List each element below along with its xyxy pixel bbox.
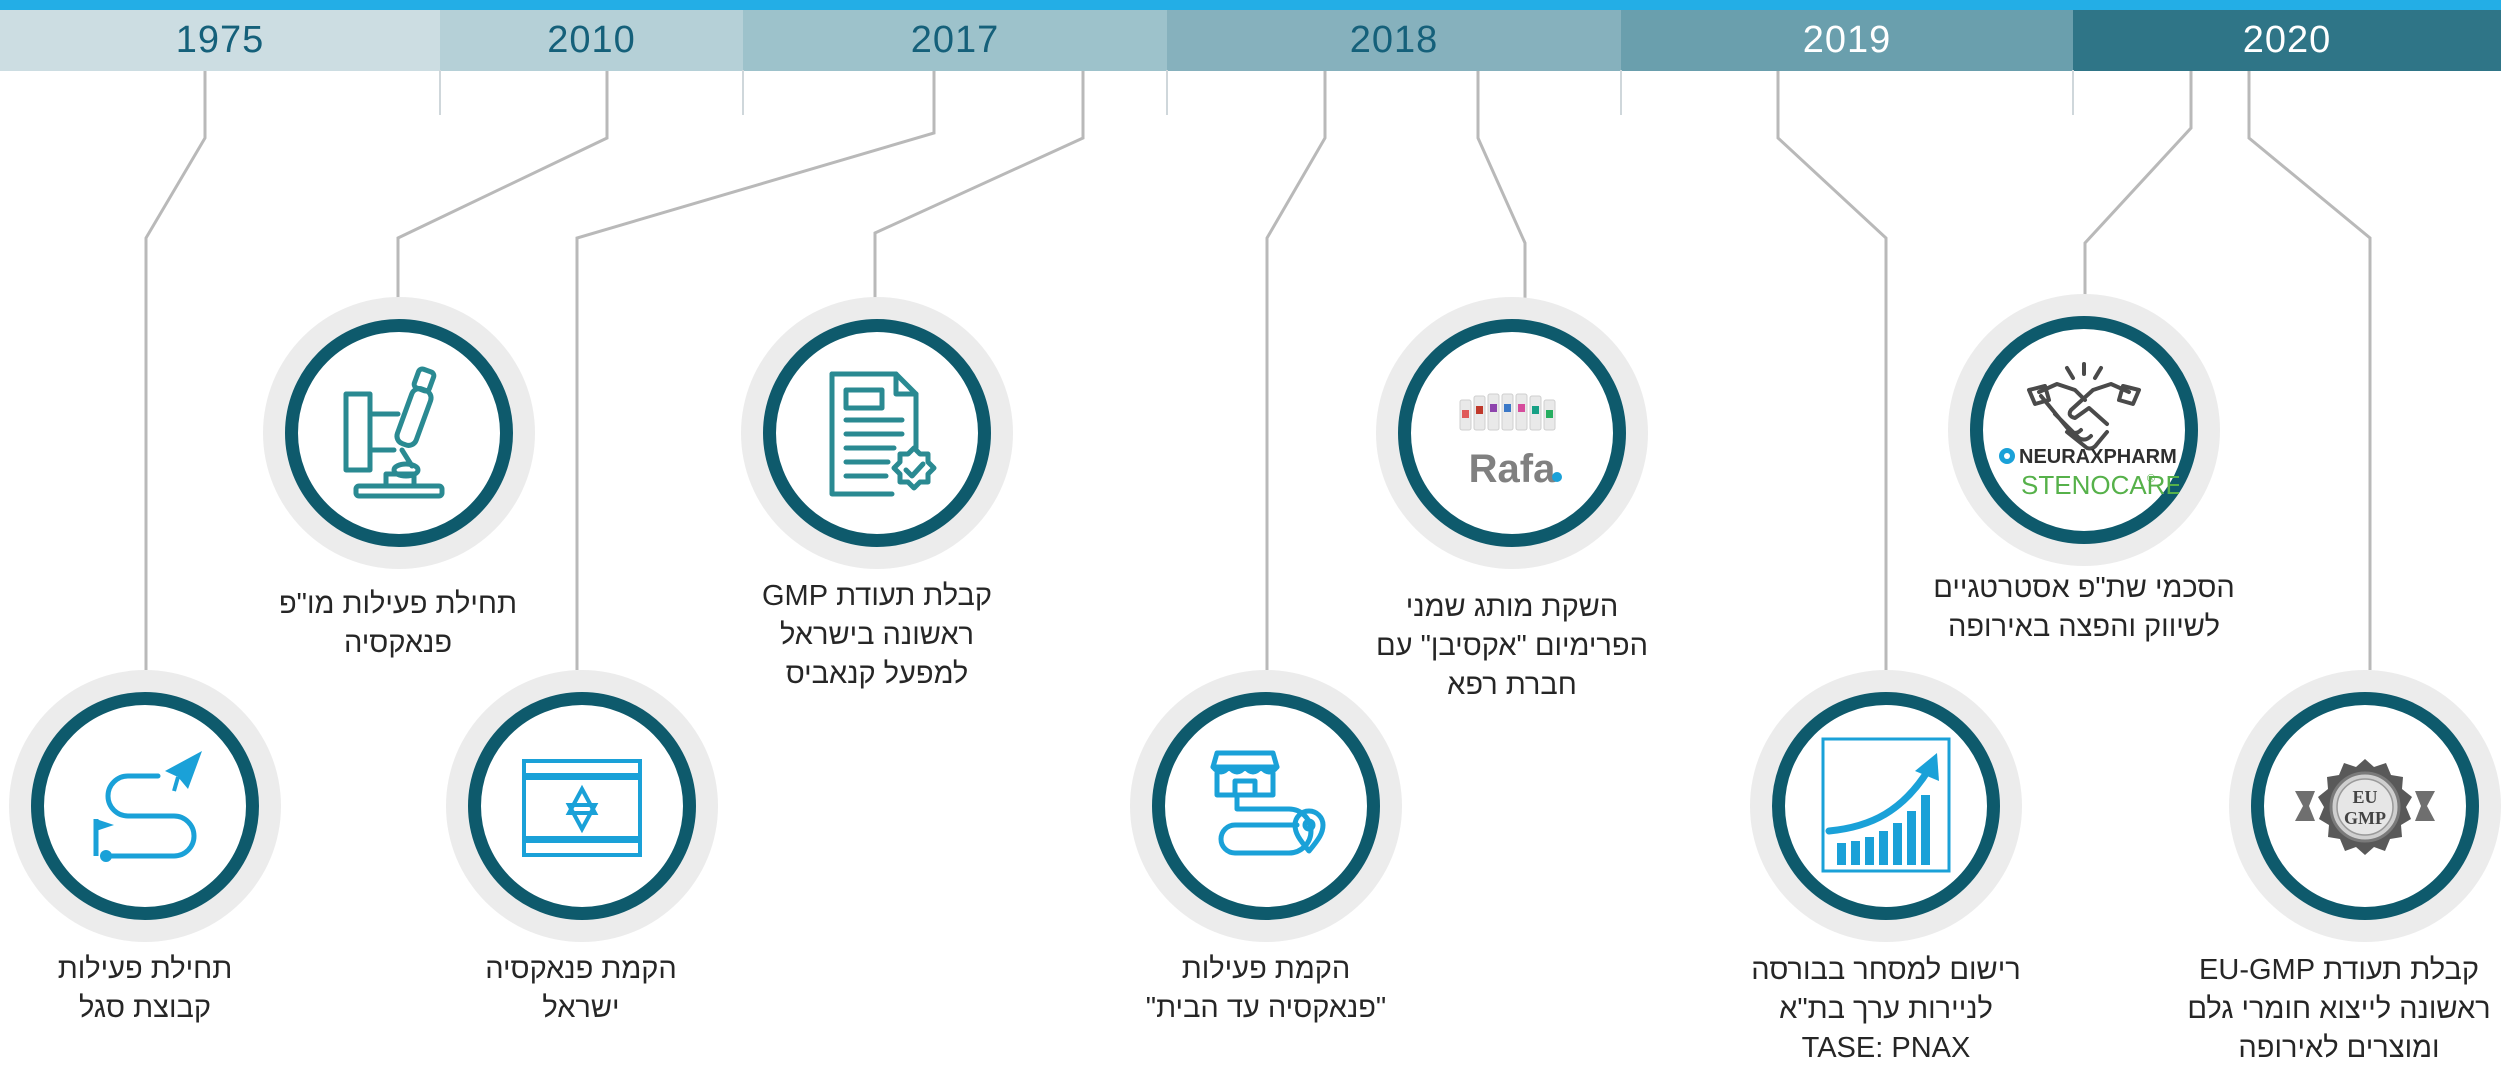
milestone-2017-founding-icon-circle (446, 670, 718, 942)
milestone-1975-icon-circle (9, 670, 281, 942)
year-divider (742, 70, 744, 115)
winding-path-paper-plane-icon (93, 751, 202, 862)
connector-2017-gmp (873, 71, 1085, 298)
rafa-logo-text: Rafa (1469, 447, 1556, 491)
year-bar: 1975 2010 2017 2018 2019 2020 (0, 10, 2501, 71)
connector-2010-rd (396, 71, 609, 298)
milestone-2018-rafa-icon-circle: Rafa (1376, 297, 1648, 569)
year-divider (1166, 70, 1168, 115)
year-divider (1620, 70, 1622, 115)
year-divider (2072, 70, 2074, 115)
rafa-products-logo: Rafa (1459, 393, 1562, 491)
handshake-partners-logo: NEURAXPHARM STENOCARE ® (1999, 362, 2179, 500)
connector-2020-partners (2083, 71, 2193, 300)
svg-text:EU: EU (2352, 787, 2377, 807)
year-2017: 2017 (743, 10, 1167, 71)
product-bottles (1459, 393, 1556, 431)
stenocare-logo: STENOCARE ® (2021, 470, 2179, 500)
certificate-document-icon (829, 371, 937, 497)
svg-text:GMP: GMP (2344, 808, 2386, 828)
connector-2020-eugmp (2247, 71, 2372, 670)
svg-text:STENOCARE: STENOCARE (2021, 470, 2179, 500)
microscope-icon (343, 366, 445, 499)
rising-bar-chart-icon (1821, 737, 1951, 873)
year-divider (439, 70, 441, 115)
svg-text:®: ® (2147, 473, 2155, 485)
milestone-2010-icon-circle (263, 297, 535, 569)
year-2020: 2020 (2073, 10, 2501, 71)
milestone-2020-partners-icon-circle: NEURAXPHARM STENOCARE ® (1948, 294, 2220, 566)
milestone-2018-delivery-icon-circle (1130, 670, 1402, 942)
year-2010: 2010 (440, 10, 743, 71)
connector-1975 (144, 71, 207, 670)
store-road-location-icon (1210, 750, 1326, 856)
connector-2018-delivery (1265, 71, 1327, 670)
milestone-2019-icon-circle (1750, 670, 2022, 942)
year-2019: 2019 (1621, 10, 2073, 71)
milestone-2020-eugmp-icon-circle: EU GMP (2229, 670, 2501, 942)
connector-2018-rafa (1476, 71, 1527, 313)
connector-2019 (1776, 71, 1888, 670)
handshake-icon (2027, 362, 2141, 451)
timeline-top-line (0, 0, 2501, 10)
rafa-logo-dot (1552, 472, 1562, 482)
milestone-2017-gmp-icon-circle (741, 297, 1013, 569)
milestone-2018-delivery-caption: הקמת פעילות"פנאקסיה עד הבית" (1145, 953, 1387, 1024)
israel-flag-icon (522, 759, 642, 857)
svg-text:NEURAXPHARM: NEURAXPHARM (2019, 446, 2177, 468)
connector-2017-founding (575, 71, 936, 670)
eu-gmp-seal-icon: EU GMP (2295, 759, 2435, 855)
year-1975: 1975 (0, 10, 440, 71)
neuraxpharm-logo: NEURAXPHARM (1999, 446, 2177, 468)
year-2018: 2018 (1167, 10, 1621, 71)
